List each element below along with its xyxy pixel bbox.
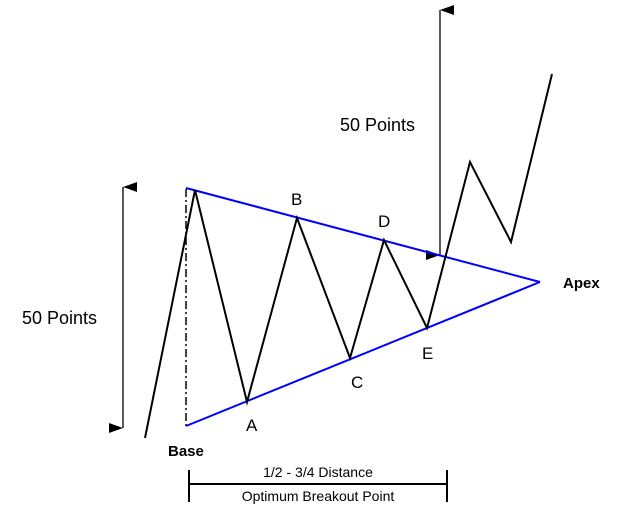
price-line bbox=[144, 73, 553, 439]
point-a-label: A bbox=[246, 416, 258, 435]
breakout-bracket bbox=[188, 470, 448, 502]
left-height-label: 50 Points bbox=[22, 308, 97, 328]
point-e-label: E bbox=[422, 344, 433, 363]
distance-label: 1/2 - 3/4 Distance bbox=[263, 464, 373, 480]
point-d-label: D bbox=[378, 212, 390, 231]
base-label: Base bbox=[168, 443, 204, 460]
target-label: 50 Points bbox=[340, 115, 415, 135]
point-c-label: C bbox=[351, 373, 363, 392]
lower-trendline bbox=[185, 281, 541, 427]
apex-label: Apex bbox=[563, 275, 600, 292]
point-b-label: B bbox=[291, 190, 302, 209]
upper-trendline bbox=[185, 187, 541, 283]
breakout-label: Optimum Breakout Point bbox=[242, 488, 395, 504]
